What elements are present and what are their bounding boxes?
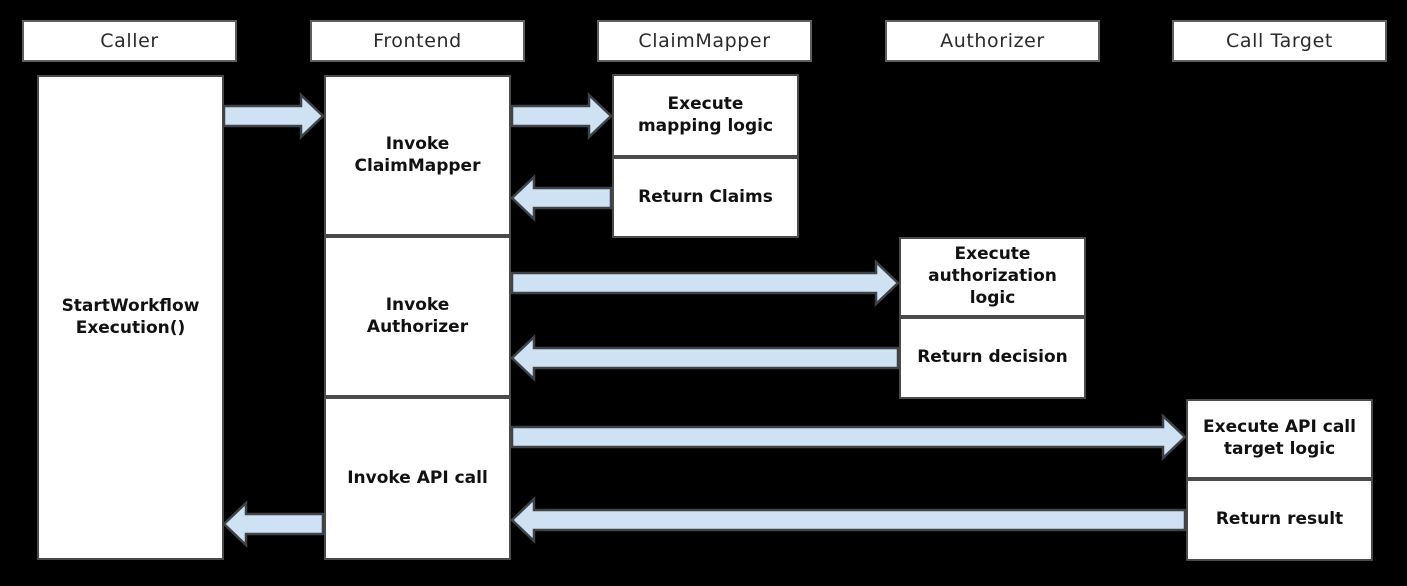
lifeline-header-label-authorizer: Authorizer xyxy=(940,30,1045,52)
lifeline-header-authorizer: Authorizer xyxy=(885,20,1100,62)
activity-label-frontend-3: Invoke API call xyxy=(347,467,488,488)
activity-label-calltarget-2: Return result xyxy=(1215,509,1344,530)
arrow-frontend-to-authorizer xyxy=(510,259,900,307)
arrow-frontend-to-calltarget xyxy=(510,413,1187,461)
lifeline-header-calltarget: Call Target xyxy=(1172,20,1387,62)
arrow-frontend-return-to-caller xyxy=(222,500,325,548)
arrow-claimmapper-return-to-frontend xyxy=(510,174,613,222)
lifeline-header-claimmapper: ClaimMapper xyxy=(597,20,812,62)
activity-box-frontend-3: Invoke API call xyxy=(324,397,511,560)
activity-label-claimmapper-2: Return Claims xyxy=(638,186,773,207)
arrow-calltarget-return-to-frontend xyxy=(510,496,1187,544)
arrow-frontend-to-claimmapper xyxy=(510,92,613,140)
lifeline-header-label-frontend: Frontend xyxy=(373,30,462,52)
activity-label-authorizer-2: Return decision xyxy=(917,347,1068,368)
lifeline-header-frontend: Frontend xyxy=(310,20,525,62)
lifeline-header-label-caller: Caller xyxy=(100,30,159,52)
activity-box-claimmapper-2: Return Claims xyxy=(612,157,799,238)
lifeline-header-label-claimmapper: ClaimMapper xyxy=(638,30,771,52)
arrow-caller-to-frontend xyxy=(222,92,325,140)
lifeline-header-label-calltarget: Call Target xyxy=(1226,30,1333,52)
arrow-authorizer-return-to-frontend xyxy=(510,334,900,382)
activity-box-calltarget-2: Return result xyxy=(1186,479,1373,561)
activity-box-authorizer-2: Return decision xyxy=(899,317,1086,399)
lifeline-header-caller: Caller xyxy=(22,20,237,62)
